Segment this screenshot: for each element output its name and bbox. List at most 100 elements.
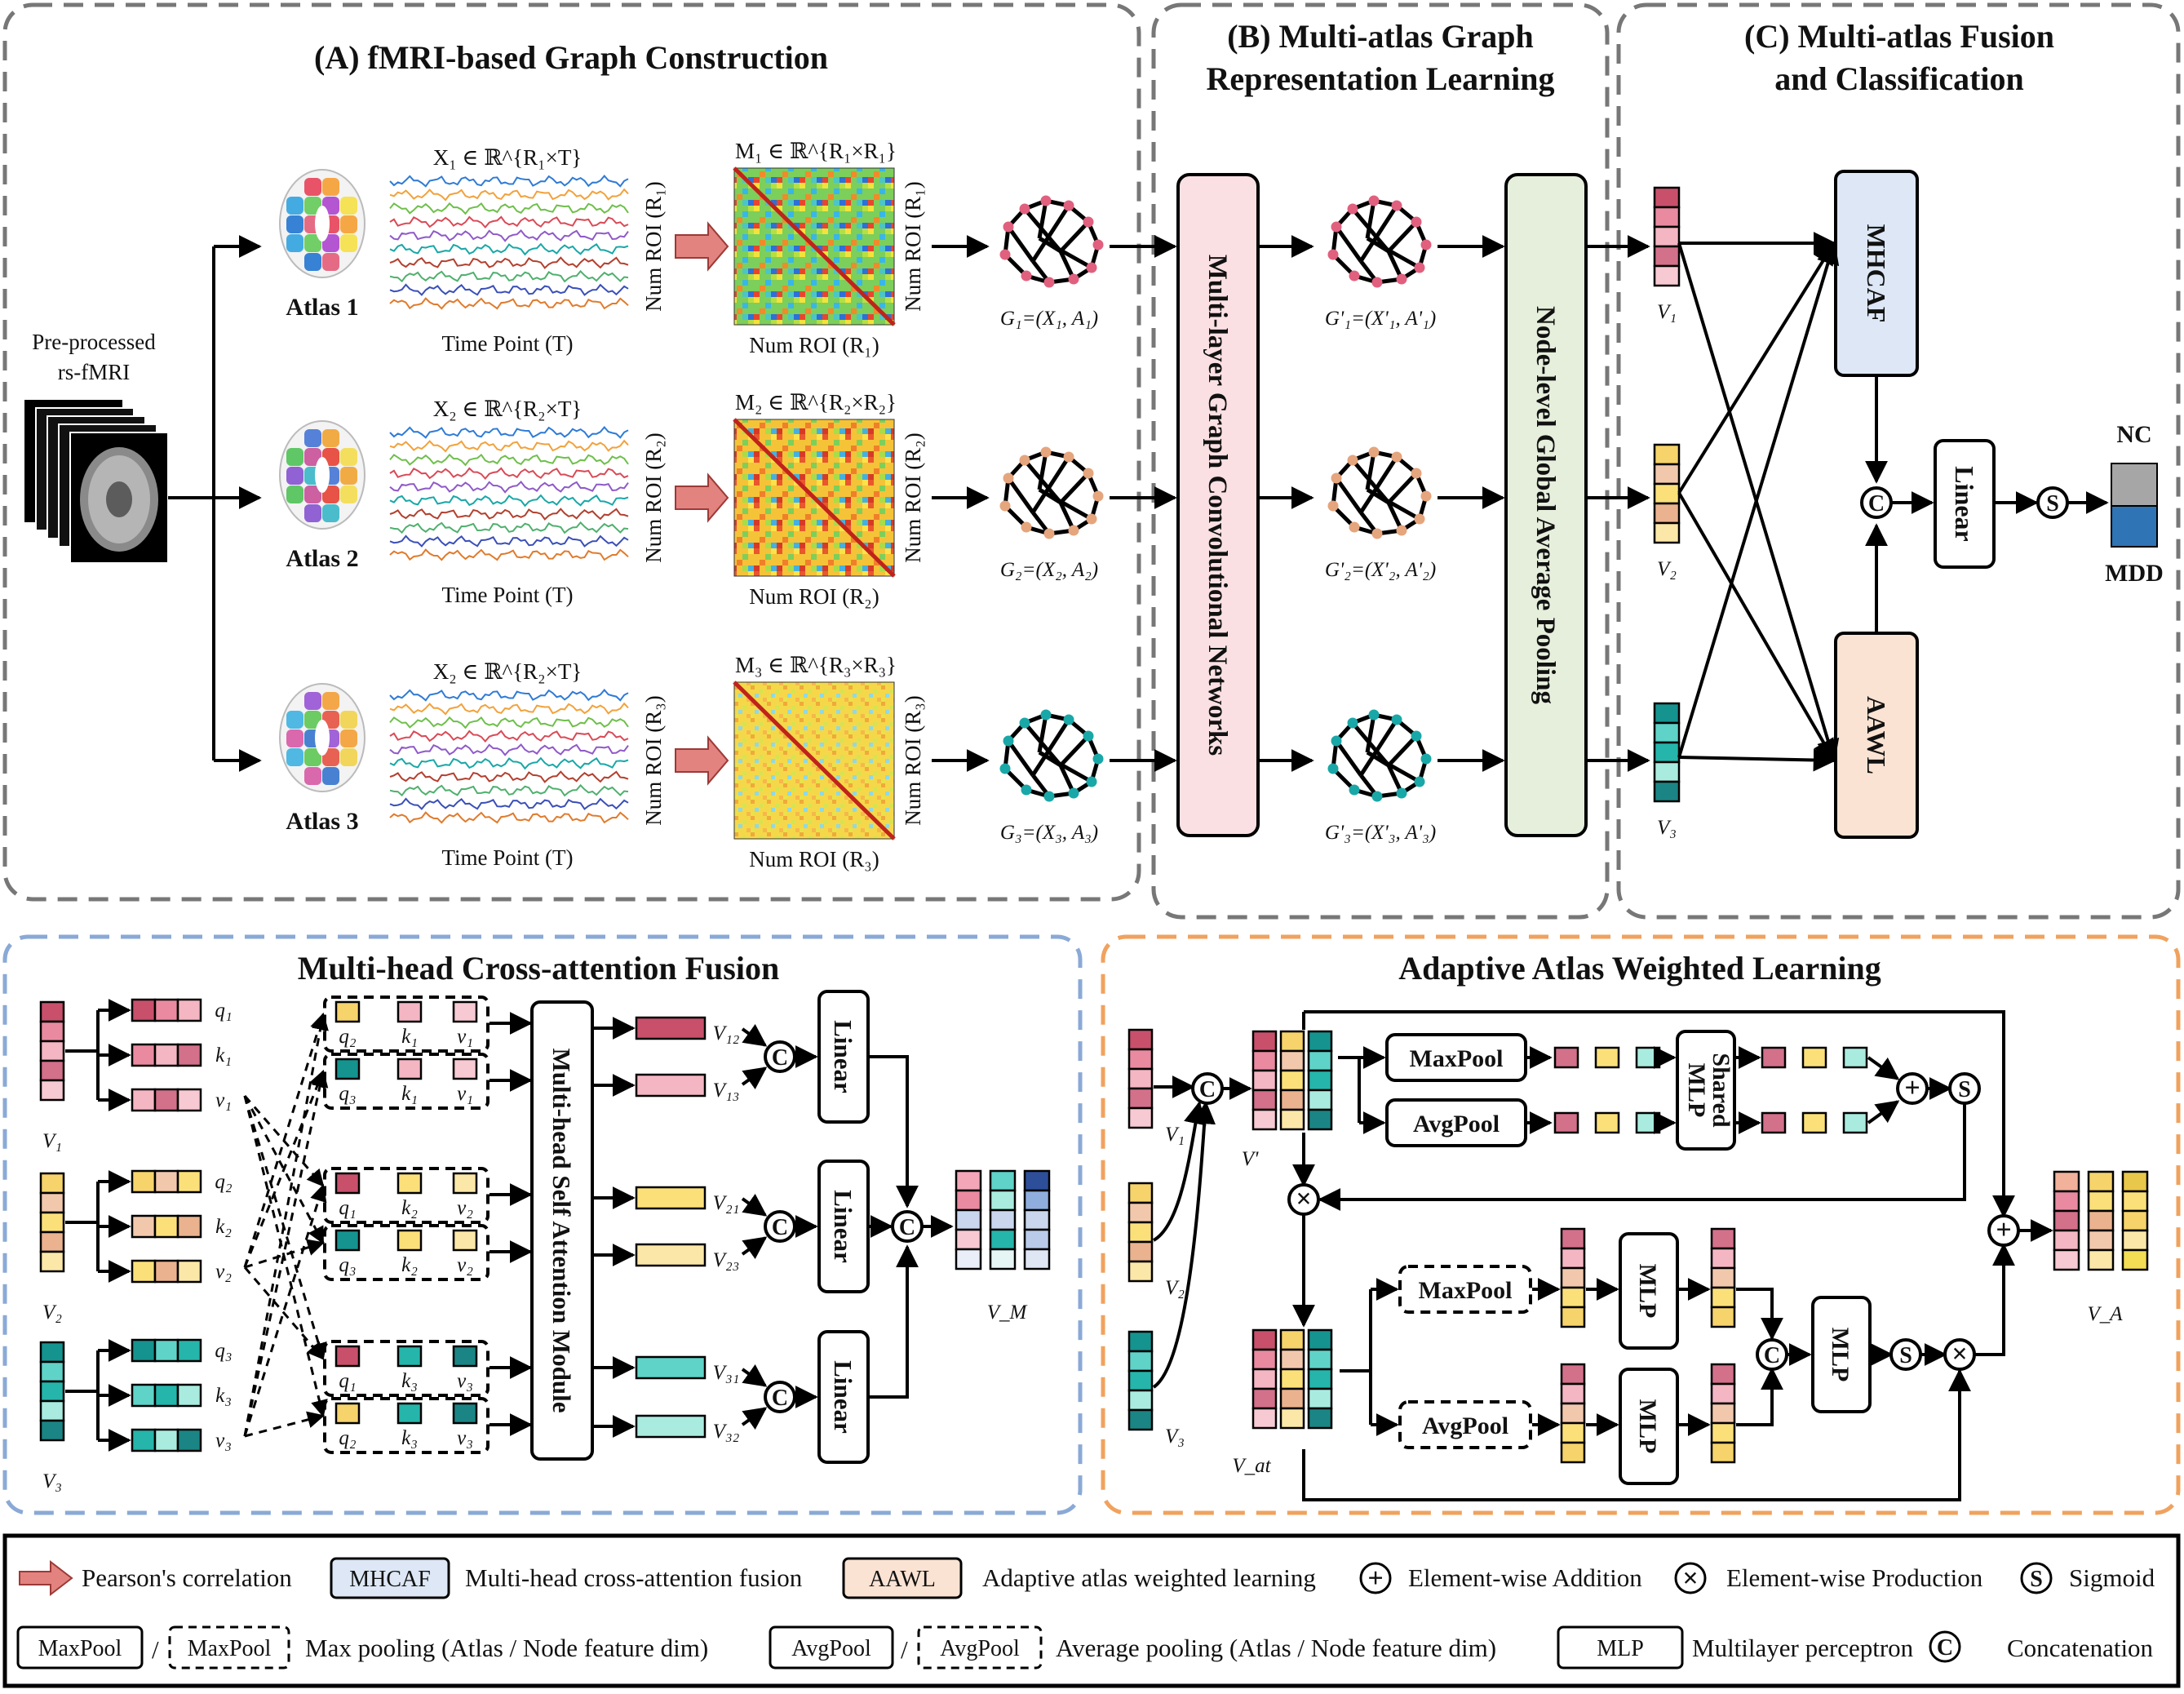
vm-label: V_M: [987, 1302, 1028, 1324]
pooled-cell: [1555, 1113, 1578, 1133]
signal-equation: X₂ ∈ ℝ^{R₂×T}: [433, 397, 583, 421]
graph-label: G₃=(X₃, A₃): [1000, 822, 1098, 844]
svg-text:C: C: [772, 1215, 788, 1240]
vector-label: V₁: [1657, 301, 1677, 323]
matrix-equation: M₂ ∈ ℝ^{R₂×R₂}: [735, 390, 897, 415]
qkv-cell: [398, 1059, 421, 1079]
pooled-cell: [1637, 1113, 1659, 1133]
nc-label: NC: [2116, 421, 2151, 448]
time-series-signals: [390, 176, 628, 309]
legend-add-symbol: +: [1361, 1563, 1390, 1594]
svg-text:C: C: [1868, 491, 1885, 517]
qkv-label: v₂: [457, 1254, 473, 1276]
roi-axis-label: Num ROI (R₁): [901, 181, 925, 311]
linear-block: Linear: [1935, 441, 1994, 567]
svg-text:MaxPool: MaxPool: [1410, 1045, 1504, 1072]
pooled-vector: [1562, 1364, 1584, 1462]
qkv-label: k₃: [401, 1427, 418, 1449]
svg-text:×: ×: [1296, 1184, 1311, 1214]
qkv-cell: [336, 1404, 359, 1423]
correlation-matrix: [734, 419, 894, 576]
legend-avgpool-node-swatch: AvgPool: [919, 1627, 1041, 1668]
roi-axis-label: Num ROI (R₂): [749, 584, 879, 609]
svg-text:Linear: Linear: [829, 1190, 857, 1263]
svg-text:+: +: [1367, 1563, 1383, 1594]
svg-text:AvgPool: AvgPool: [791, 1636, 871, 1661]
time-axis-label: Time Point (T): [441, 583, 573, 607]
qkv-cell: [398, 1002, 421, 1022]
qkv-vector-icon: [132, 1171, 201, 1192]
mhcaf-panel-title: Multi-head Cross-attention Fusion: [298, 950, 779, 987]
pooled-vector: [1712, 1364, 1734, 1462]
multiply-icon: ×: [1945, 1339, 1974, 1369]
legend-sigmoid-text: Sigmoid: [2069, 1563, 2155, 1592]
svg-text:C: C: [1199, 1077, 1216, 1102]
vector-label: V₁: [1165, 1124, 1185, 1146]
qkv-cell: [398, 1231, 421, 1250]
graph-label: G'₁=(X'₁, A'₁): [1325, 308, 1436, 330]
atlas-label: Atlas 2: [286, 545, 358, 572]
concat-icon: C: [765, 1382, 795, 1412]
svg-text:AvgPool: AvgPool: [1422, 1412, 1508, 1439]
legend-maxpool-node-swatch: MaxPool: [170, 1627, 289, 1668]
qkv-label: q₁: [339, 1370, 356, 1392]
concat-icon: C: [765, 1212, 795, 1241]
signal-equation: X₂ ∈ ℝ^{R₂×T}: [433, 659, 583, 684]
sigmoid-icon: S: [1950, 1074, 1979, 1103]
qkv-label: v₃: [457, 1427, 473, 1449]
vector-label: V₃: [42, 1470, 62, 1492]
pooled-cell: [1844, 1048, 1867, 1067]
nc-output: [2111, 463, 2157, 506]
pearson-arrow-icon: [20, 1562, 72, 1594]
graph-network-icon: [1000, 196, 1104, 288]
sigmoid-icon: S: [1891, 1340, 1920, 1369]
graph-label: G'₃=(X'₃, A'₃): [1325, 822, 1436, 844]
fused-vector-label: V₂₃: [713, 1249, 740, 1271]
svg-text:Linear: Linear: [829, 1020, 857, 1093]
legend-avgpool-atlas-swatch: AvgPool: [770, 1627, 893, 1668]
roi-axis-label: Num ROI (R₃): [641, 695, 666, 825]
add-icon: +: [1989, 1215, 2018, 1245]
stacked-vectors: [1253, 1031, 1331, 1129]
legend-concat-symbol: C: [1930, 1632, 1960, 1661]
legend-separator: /: [152, 1635, 159, 1664]
connector-line: [1736, 1289, 1772, 1338]
fused-vector: [636, 1018, 705, 1039]
mlp-block-3: MLP: [1813, 1297, 1870, 1412]
legend-multiply-text: Element-wise Production: [1726, 1563, 1983, 1592]
fused-vector: [636, 1244, 705, 1266]
qkv-cell: [454, 1059, 476, 1079]
roi-axis-label: Num ROI (R₃): [901, 695, 925, 825]
svg-text:+: +: [1996, 1215, 2011, 1245]
vector-label: V₃: [1165, 1426, 1185, 1448]
mdd-label: MDD: [2105, 560, 2164, 587]
vat-label: V_at: [1232, 1455, 1271, 1477]
svg-text:MLP: MLP: [1827, 1328, 1854, 1382]
feature-vector-icon: [1129, 1030, 1152, 1128]
time-series-signals: [390, 428, 628, 561]
connector-line: [742, 1068, 765, 1084]
fused-vector: [636, 1416, 705, 1437]
svg-text:Linear: Linear: [829, 1360, 857, 1434]
pooled-cell: [1596, 1048, 1619, 1067]
qkv-label: v₂: [215, 1261, 232, 1283]
brain-atlas-icon: [280, 170, 365, 277]
fused-vector-label: V₃₂: [713, 1421, 740, 1443]
mdd-output: [2111, 506, 2157, 547]
qkv-vector-icon: [132, 1430, 201, 1451]
qkv-label: q₃: [339, 1083, 356, 1105]
atlas-label: Atlas 3: [286, 808, 358, 835]
linear-block: Linear: [819, 1161, 868, 1292]
qkv-label: q₁: [339, 1197, 356, 1219]
qkv-vector-icon: [132, 1089, 201, 1111]
qkv-label: v₂: [457, 1197, 473, 1219]
qkv-label: q₃: [339, 1254, 356, 1276]
correlation-matrix: [734, 682, 894, 839]
svg-text:C: C: [899, 1215, 915, 1240]
connector-line: [742, 1199, 765, 1215]
fused-vector-label: V₁₃: [713, 1080, 740, 1102]
svg-text:S: S: [1958, 1077, 1971, 1102]
svg-text:MLP: MLP: [1634, 1264, 1661, 1319]
concat-icon: C: [1862, 488, 1891, 517]
legend-border: [5, 1536, 2178, 1686]
